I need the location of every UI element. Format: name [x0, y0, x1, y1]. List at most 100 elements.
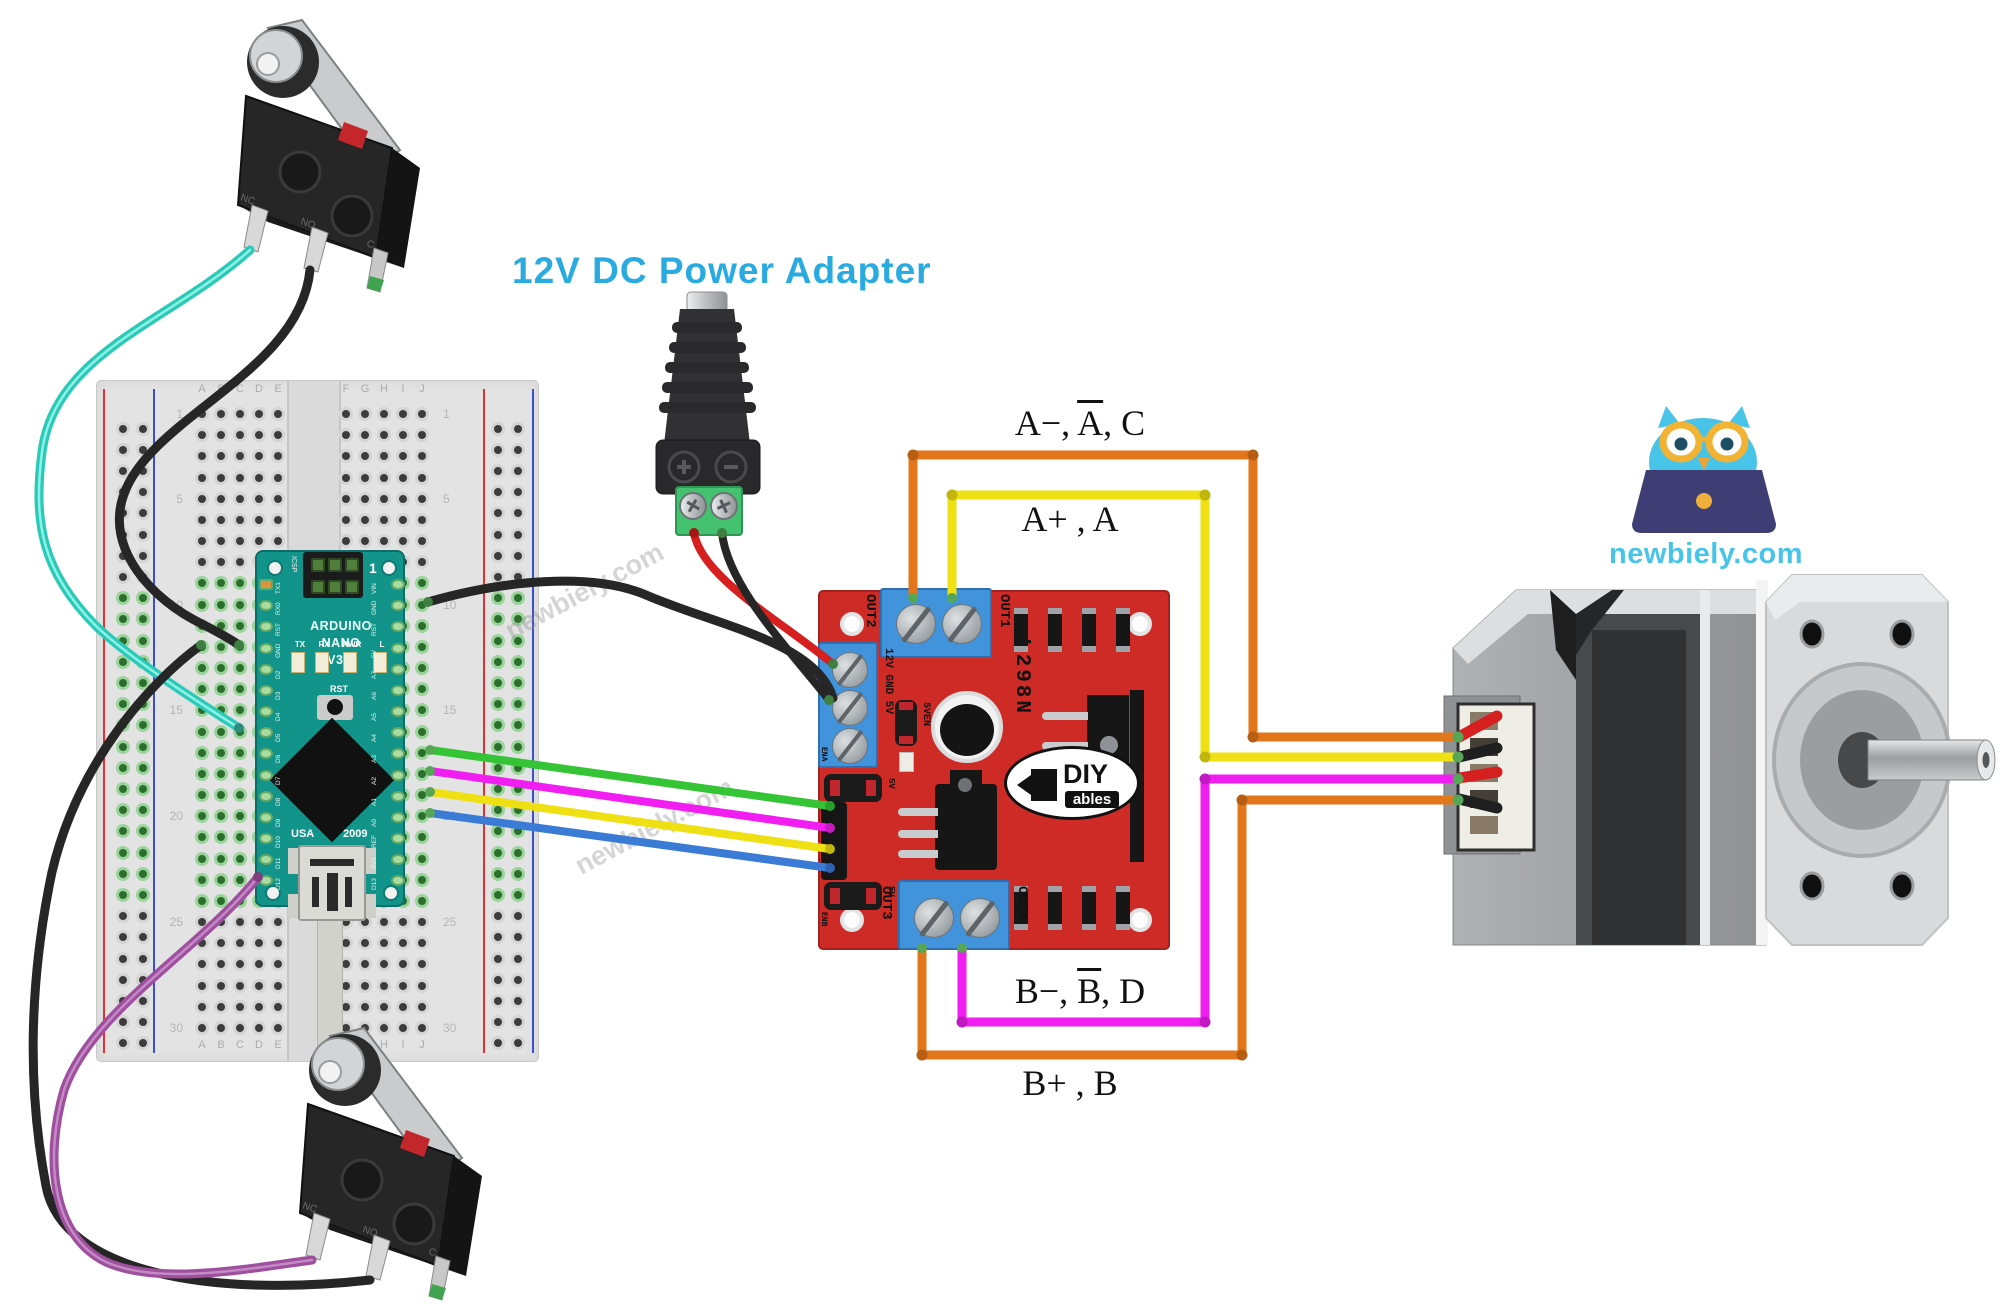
diode — [1116, 886, 1130, 930]
ena-jumper — [824, 774, 882, 802]
row-number: 25 — [169, 915, 183, 930]
breadboard-hole — [380, 494, 388, 503]
breadboard-hole — [399, 939, 407, 948]
breadboard-hole — [198, 875, 206, 884]
mounting-hole — [840, 908, 864, 932]
rail-hole — [494, 679, 502, 687]
rail-hole — [494, 997, 502, 1005]
nano-title-line1: ARDUINO — [310, 619, 372, 633]
breadboard-hole — [418, 769, 426, 778]
breadboard-hole — [236, 685, 244, 694]
column-letter: J — [419, 383, 425, 395]
breadboard-hole — [418, 685, 426, 694]
breadboard-hole — [399, 981, 407, 990]
rail-hole — [119, 743, 127, 751]
breadboard-hole — [217, 791, 225, 800]
motor-wire-red-b — [1453, 766, 1503, 784]
rail-hole — [494, 658, 502, 666]
pin-pad — [259, 663, 273, 675]
rail-hole — [494, 509, 502, 517]
breadboard-hole — [217, 1023, 225, 1032]
pin-pad — [391, 600, 405, 612]
rail-hole — [119, 891, 127, 899]
breadboard-hole — [198, 537, 206, 546]
wire-blue-in4 — [426, 809, 834, 872]
breadboard-hole — [217, 727, 225, 736]
rail-hole — [514, 870, 522, 878]
breadboard-hole — [342, 981, 350, 990]
right-rail-blue-line — [532, 389, 534, 1053]
pin1-marker: 1 — [369, 560, 377, 576]
rail-hole — [514, 976, 522, 984]
breadboard-hole — [198, 918, 206, 927]
rail-hole — [494, 700, 502, 708]
pin-pad — [391, 579, 405, 590]
column-letter: D — [255, 1039, 263, 1051]
breadboard-hole — [198, 727, 206, 736]
breadboard-hole — [198, 410, 206, 418]
column-letter: C — [236, 1039, 244, 1051]
pin-pad — [259, 727, 273, 739]
breadboard-hole — [198, 685, 206, 694]
mounting-hole — [383, 885, 399, 901]
column-letter: I — [401, 383, 405, 395]
breadboard-hole — [255, 537, 263, 546]
breadboard-hole — [418, 1002, 426, 1011]
rail-hole — [494, 785, 502, 793]
breadboard-hole — [236, 452, 244, 461]
diode — [1014, 886, 1028, 930]
breadboard-hole — [217, 854, 225, 863]
breadboard-hole — [274, 1023, 282, 1032]
breadboard-hole — [217, 515, 225, 524]
rail-hole — [119, 1018, 127, 1026]
mounting-hole — [265, 885, 281, 901]
pin-pad — [391, 748, 405, 760]
rail-hole — [514, 827, 522, 835]
rail-hole — [139, 615, 147, 623]
breadboard-hole — [418, 939, 426, 948]
out3-label: OUT3 — [878, 886, 894, 920]
breadboard-hole — [342, 473, 350, 482]
rail-hole — [514, 933, 522, 941]
breadboard-hole — [236, 791, 244, 800]
wire-purple-highlight — [52, 875, 314, 1276]
breadboard-hole — [418, 1023, 426, 1032]
rail-hole — [119, 1039, 127, 1047]
rail-hole — [494, 573, 502, 581]
rail-hole — [139, 785, 147, 793]
rail-hole — [514, 1018, 522, 1026]
breadboard-hole — [342, 515, 350, 524]
breadboard-hole — [217, 896, 225, 905]
5ven-label: 5VEN — [920, 702, 931, 727]
pin-pad — [259, 642, 273, 654]
transistor-hole — [958, 778, 972, 792]
breadboard-hole — [418, 748, 426, 757]
column-letter: E — [274, 1039, 282, 1051]
rail-hole — [139, 425, 147, 433]
rail-hole — [119, 658, 127, 666]
rail-hole — [494, 467, 502, 475]
reset-label: RST — [330, 684, 348, 694]
mounting-hole — [1128, 908, 1152, 932]
breadboard-hole — [342, 494, 350, 503]
chip-label: L298N — [1010, 638, 1033, 717]
rail-hole — [514, 891, 522, 899]
breadboard-hole — [217, 833, 225, 842]
breadboard-hole — [380, 981, 388, 990]
rail-hole — [514, 425, 522, 433]
breadboard-hole — [217, 769, 225, 778]
breadboard-hole — [399, 537, 407, 546]
led — [291, 652, 305, 673]
rail-hole — [494, 425, 502, 433]
rail-hole — [119, 870, 127, 878]
reset-button — [317, 695, 353, 720]
breadboard-hole — [361, 939, 369, 948]
pin-pad — [259, 706, 273, 718]
breadboard-hole — [418, 515, 426, 524]
row-number: 5 — [176, 491, 183, 506]
rail-hole — [494, 912, 502, 920]
smd-led — [899, 752, 914, 772]
wire-black-adapter — [718, 529, 833, 704]
breadboard-hole — [361, 981, 369, 990]
